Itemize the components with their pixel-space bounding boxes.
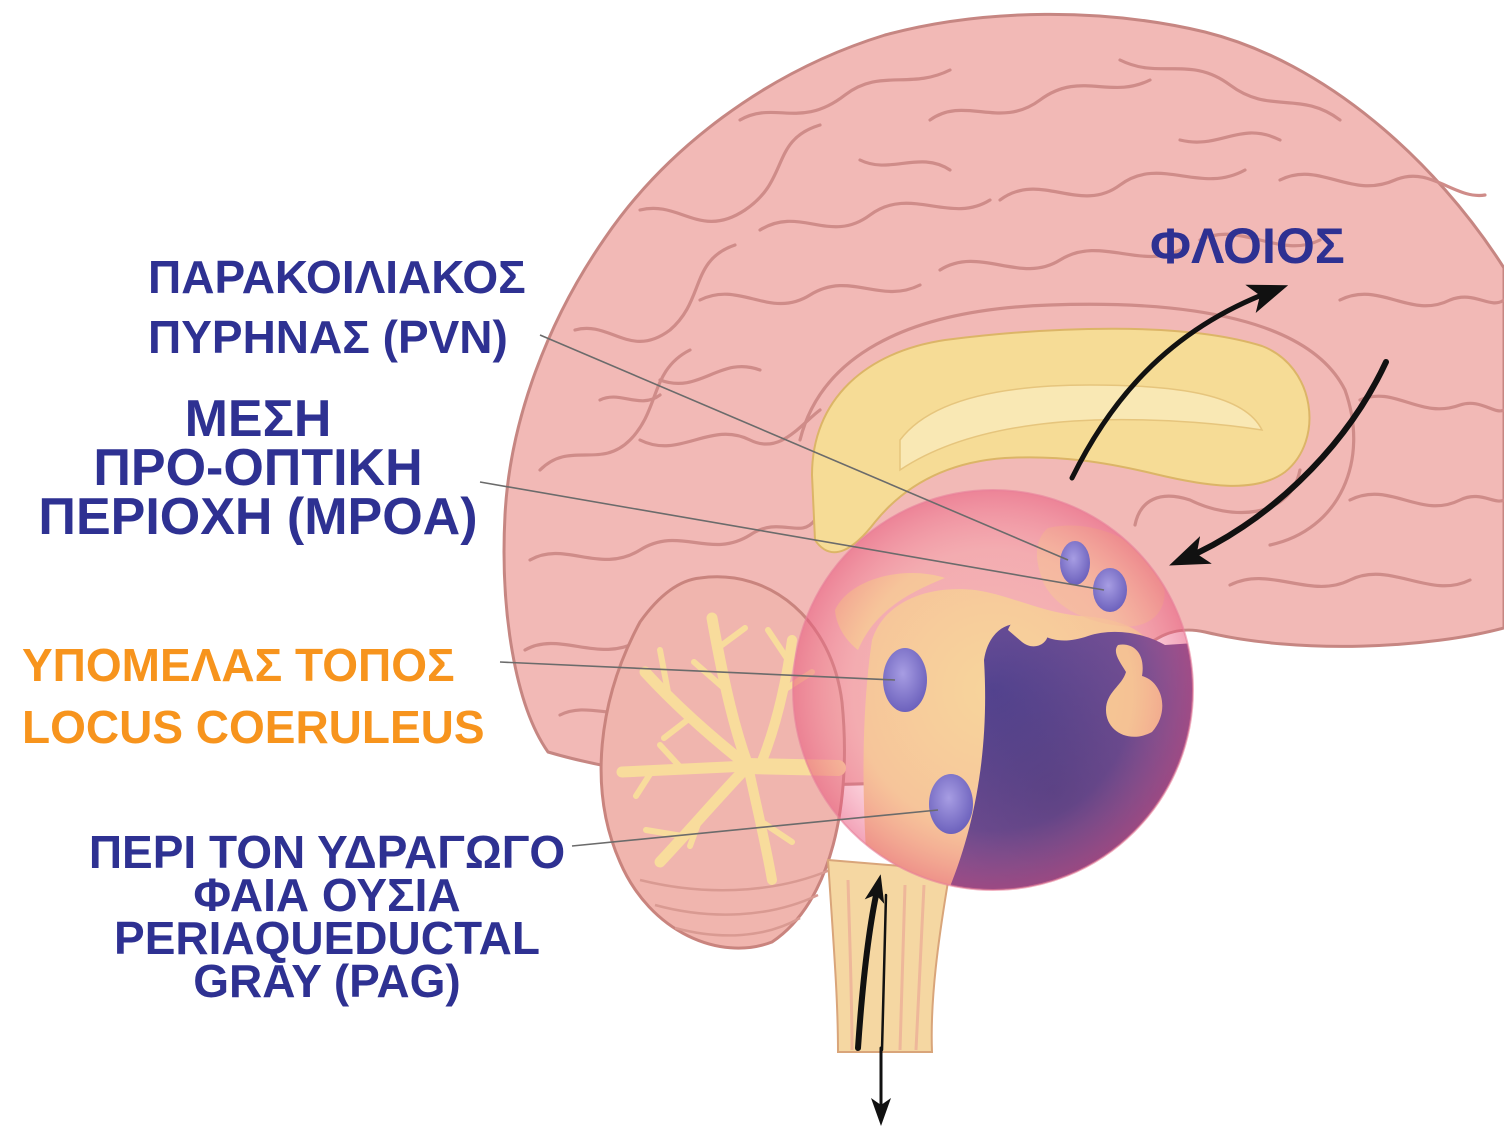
label-pag-line-3: PERIAQUEDUCTAL: [0, 917, 654, 960]
label-mpoa: ΜΕΣΗ ΠΡΟ-ΟΠΤΙΚΗ ΠΕΡΙΟΧΗ (MPOA): [0, 395, 516, 542]
label-pag: ΠΕΡΙ ΤΟΝ ΥΔΡΑΓΩΓΟ ΦΑΙΑ ΟΥΣΙΑ PERIAQUEDUC…: [0, 831, 654, 1003]
pvn-nucleus: [1060, 541, 1090, 585]
highlight-circle: [793, 490, 1193, 890]
mpoa-nucleus: [1093, 568, 1127, 612]
label-cortex: ΦΛΟΙΟΣ: [1150, 221, 1345, 271]
label-cortex-line-1: ΦΛΟΙΟΣ: [1150, 221, 1345, 271]
pag-nucleus: [929, 774, 973, 834]
label-locus-coeruleus-line-1: ΥΠΟΜΕΛΑΣ ΤΟΠΟΣ: [22, 634, 485, 696]
label-pvn-line-1: ΠΑΡΑΚΟΙΛΙΑΚΟΣ: [148, 247, 526, 307]
label-pvn-line-2: ΠΥΡΗΝΑΣ (PVN): [148, 307, 526, 367]
label-pvn: ΠΑΡΑΚΟΙΛΙΑΚΟΣ ΠΥΡΗΝΑΣ (PVN): [148, 247, 526, 367]
label-pag-line-1: ΠΕΡΙ ΤΟΝ ΥΔΡΑΓΩΓΟ: [0, 831, 654, 874]
label-locus-coeruleus: ΥΠΟΜΕΛΑΣ ΤΟΠΟΣ LOCUS COERULEUS: [22, 634, 485, 758]
label-mpoa-line-3: ΠΕΡΙΟΧΗ (MPOA): [0, 493, 516, 542]
brainstem: [828, 860, 950, 1052]
label-mpoa-line-1: ΜΕΣΗ: [0, 395, 516, 444]
label-mpoa-line-2: ΠΡΟ-ΟΠΤΙΚΗ: [0, 444, 516, 493]
label-pag-line-2: ΦΑΙΑ ΟΥΣΙΑ: [0, 874, 654, 917]
label-pag-line-4: GRAY (PAG): [0, 960, 654, 1003]
label-locus-coeruleus-line-2: LOCUS COERULEUS: [22, 696, 485, 758]
